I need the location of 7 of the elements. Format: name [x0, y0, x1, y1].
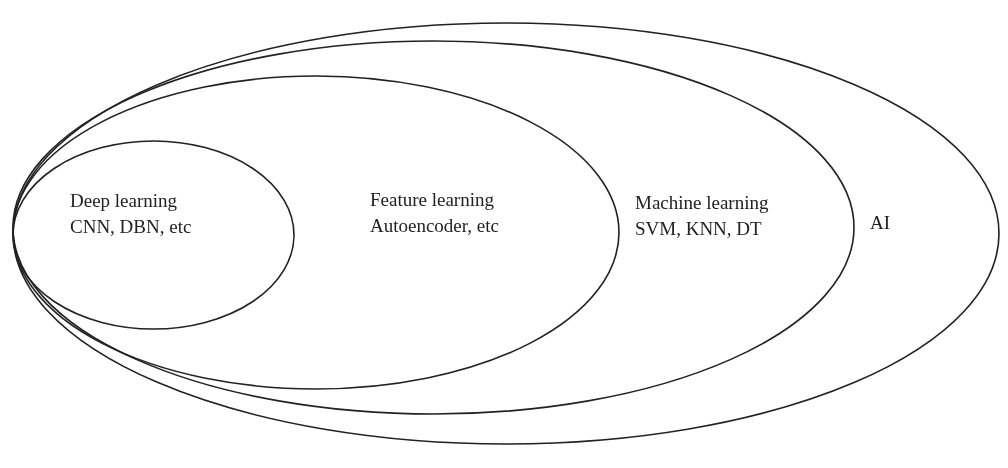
- region-examples: SVM, KNN, DT: [635, 217, 762, 241]
- region-title: AI: [870, 211, 891, 235]
- region-title: Feature learning: [370, 188, 494, 212]
- region-title: Deep learning: [70, 189, 178, 213]
- region-examples: CNN, DBN, etc: [70, 215, 192, 239]
- region-examples: Autoencoder, etc: [370, 214, 499, 238]
- region-title: Machine learning: [635, 191, 769, 215]
